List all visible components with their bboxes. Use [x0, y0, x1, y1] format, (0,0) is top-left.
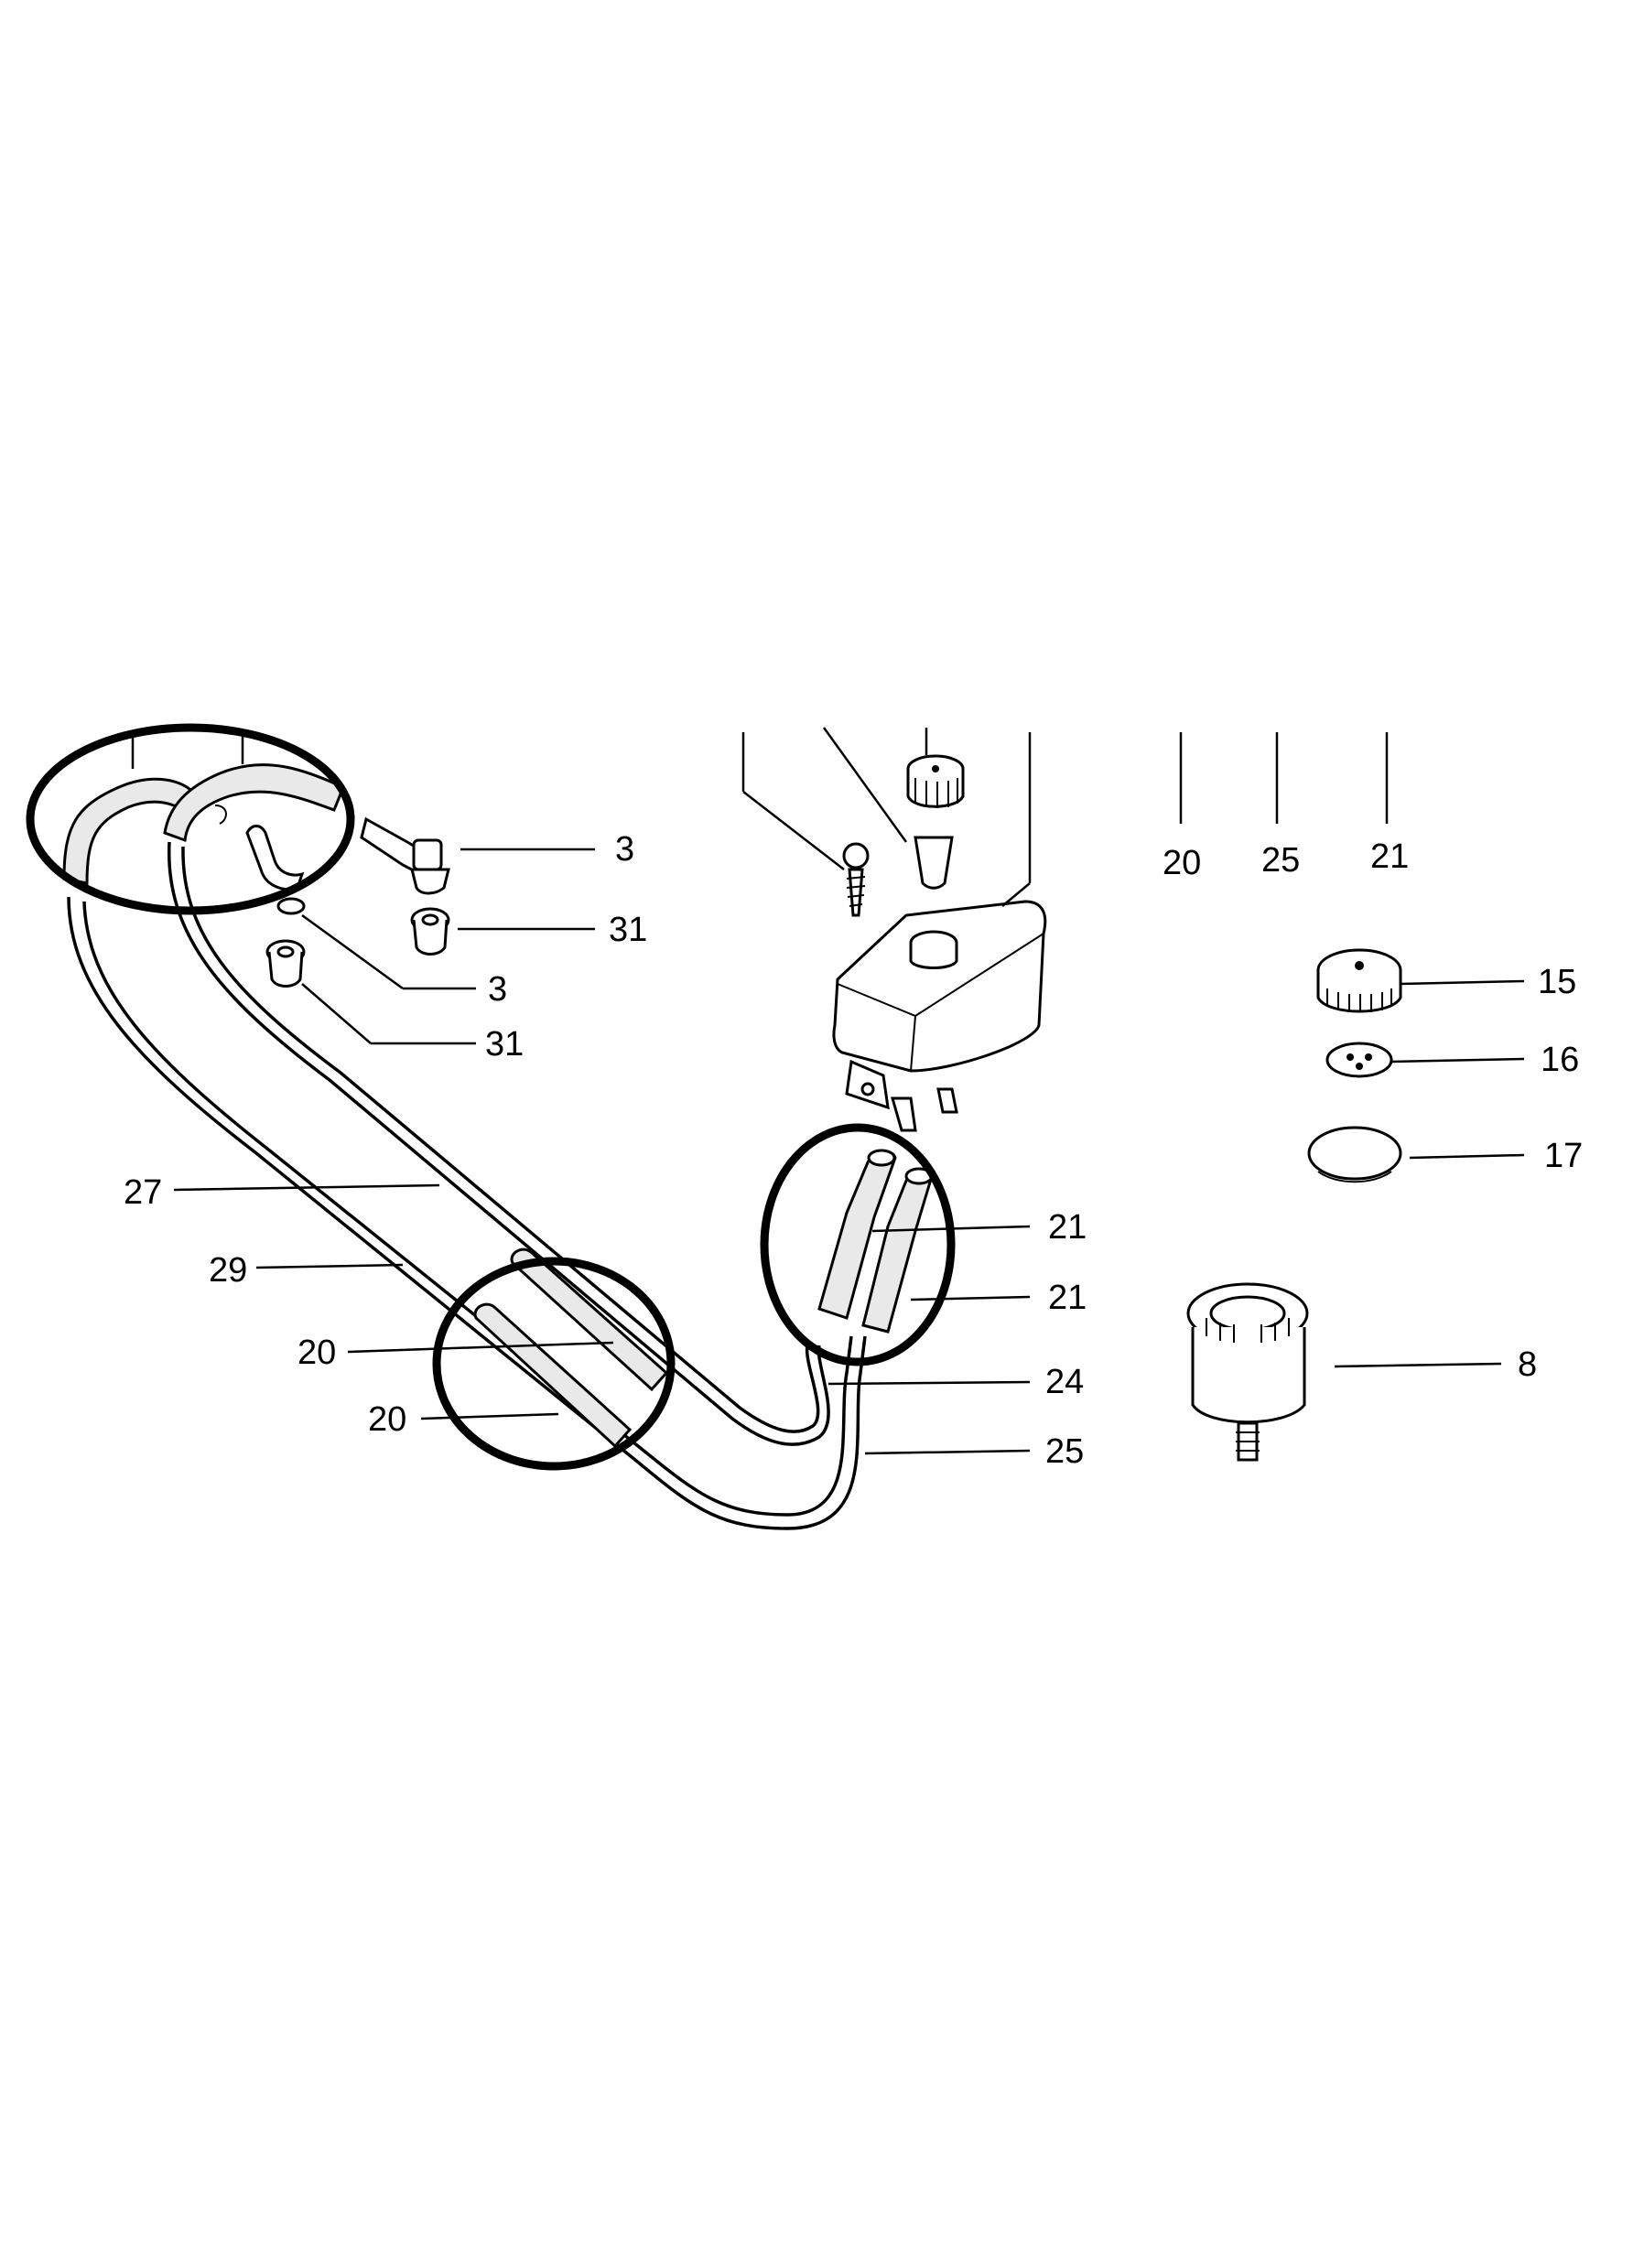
pump-cap-15	[1316, 948, 1402, 1013]
label-8-pump: 8	[1518, 1345, 1537, 1384]
label-15-cap: 15	[1538, 963, 1576, 1001]
cap-17	[1307, 1126, 1402, 1183]
pump-8	[1186, 1282, 1309, 1462]
part-labels: 3 31 3 31 27 29 20 20 21 21 24 25 20 25 …	[124, 830, 1583, 1471]
label-27-hose: 27	[124, 1173, 162, 1212]
label-31-grommet-lower: 31	[485, 1025, 524, 1064]
label-25-hose: 25	[1045, 1432, 1084, 1471]
label-29-hose: 29	[209, 1251, 247, 1290]
circle-sleeves-21	[760, 1123, 956, 1366]
foam-hoses-top-left	[62, 763, 345, 885]
label-21-sleeve-upper: 21	[1048, 1208, 1087, 1247]
label-25-top: 25	[1261, 841, 1300, 880]
label-20-sleeve-lower: 20	[368, 1400, 406, 1439]
emphasis-circles	[26, 723, 956, 1471]
foam-sleeves-21	[817, 1149, 934, 1334]
label-16-disc: 16	[1541, 1041, 1579, 1079]
label-17-cap: 17	[1544, 1137, 1583, 1175]
label-20-sleeve-upper: 20	[297, 1334, 336, 1372]
label-3-elbow: 3	[615, 830, 634, 869]
label-21-sleeve-lower: 21	[1048, 1279, 1087, 1317]
label-3-connector: 3	[488, 970, 507, 1009]
leader-lines	[131, 727, 1525, 1455]
hose-lines	[67, 841, 867, 1530]
label-21-top: 21	[1370, 837, 1409, 876]
top-cap-and-screw	[842, 754, 965, 917]
foam-sleeves-20	[473, 1247, 669, 1449]
label-31-grommet-upper: 31	[609, 911, 647, 949]
elbow-connector	[245, 816, 450, 915]
disc-16	[1325, 1042, 1393, 1078]
circle-sleeves-20	[432, 1257, 676, 1471]
washer-reservoir	[832, 900, 1047, 1132]
label-24-hose: 24	[1045, 1363, 1084, 1401]
grommets	[265, 907, 450, 988]
label-20-top: 20	[1163, 844, 1201, 882]
circle-top-left	[26, 723, 355, 915]
